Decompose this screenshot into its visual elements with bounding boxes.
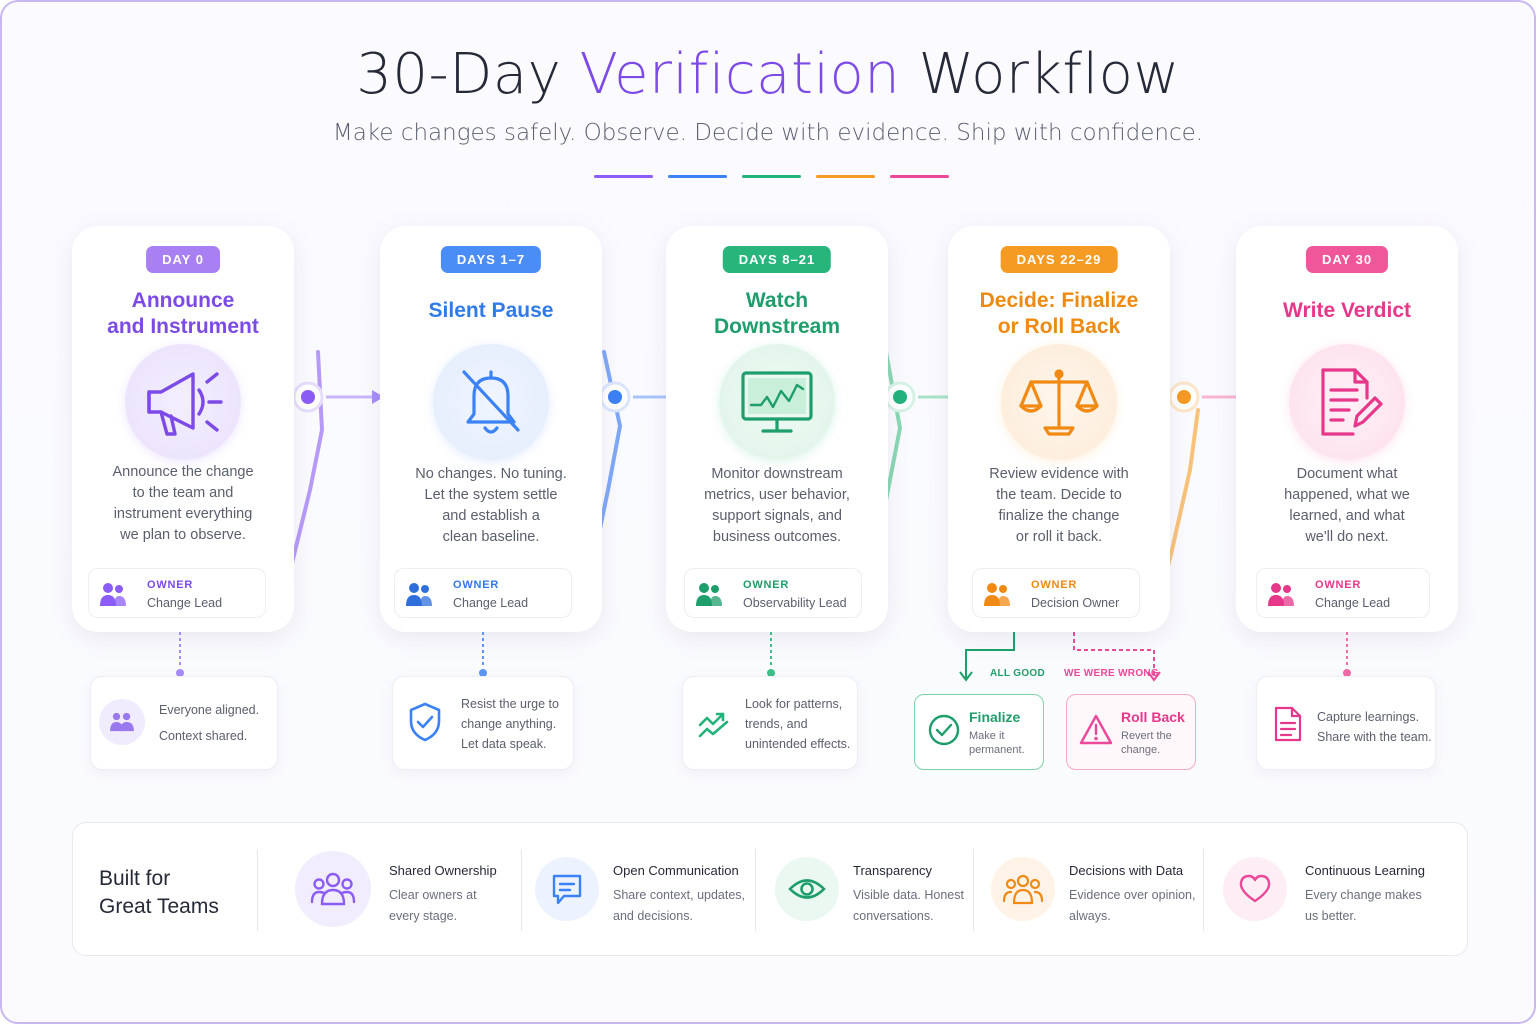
group-icon	[310, 872, 356, 906]
stage-icon-circle	[433, 344, 549, 460]
owner-value: Change Lead	[147, 596, 223, 610]
owner-icon	[100, 583, 126, 606]
owner-box: OWNER Change Lead	[394, 568, 572, 618]
stage-badge: DAYS 22–29	[1000, 246, 1118, 273]
owner-label: OWNER	[1315, 579, 1362, 591]
color-dashes	[594, 175, 949, 178]
owner-icon	[1268, 583, 1294, 606]
owner-icon	[696, 583, 722, 606]
owner-label: OWNER	[1031, 579, 1078, 591]
document-icon	[1274, 706, 1302, 742]
trend-icon	[698, 712, 729, 738]
drop-line-3	[767, 632, 775, 677]
value-title: Continuous Learning	[1305, 863, 1425, 878]
value-desc: Evidence over opinion,always.	[1069, 888, 1196, 923]
owner-box: OWNER Decision Owner	[972, 568, 1140, 618]
connector-1	[276, 350, 384, 622]
stage-description: No changes. No tuning.Let the system set…	[415, 466, 567, 545]
warning-icon	[1079, 714, 1113, 745]
note-text: Capture learnings.Share with the team.	[1317, 710, 1432, 744]
owner-icon	[406, 583, 432, 606]
drop-line-1	[176, 632, 184, 677]
owner-label: OWNER	[147, 579, 194, 591]
eye-icon	[788, 879, 826, 899]
drop-line-5	[1343, 632, 1351, 677]
stage-title: Write Verdict	[1283, 299, 1411, 322]
owner-label: OWNER	[453, 579, 500, 591]
owner-box: OWNER Observability Lead	[684, 568, 862, 618]
note-day-30: Capture learnings.Share with the team.	[1256, 676, 1436, 770]
finalize-title: Finalize	[969, 709, 1021, 725]
check-circle-icon	[928, 714, 960, 746]
document-edit-icon	[1321, 368, 1383, 436]
note-day-0: Everyone aligned.Context shared.	[90, 676, 278, 770]
owner-value: Decision Owner	[1031, 596, 1120, 610]
rollback-title: Roll Back	[1121, 709, 1185, 725]
we-were-wrong-label: WE WERE WRONG	[1064, 668, 1160, 679]
page-title: 30-Day Verification Workflow	[356, 42, 1180, 107]
stage-icon-circle	[719, 344, 835, 460]
value-title: Decisions with Data	[1069, 863, 1184, 878]
all-good-label: ALL GOOD	[990, 668, 1045, 679]
value-title: Shared Ownership	[389, 863, 497, 878]
note-text: Everyone aligned.Context shared.	[159, 703, 260, 743]
owner-box: OWNER Change Lead	[1256, 568, 1430, 618]
stage-icon-circle	[1289, 344, 1405, 460]
page-subtitle: Make changes safely. Observe. Decide wit…	[332, 120, 1204, 146]
stage-icon-circle	[125, 344, 241, 460]
value-title: Transparency	[853, 863, 932, 878]
value-desc: Share context, updates,and decisions.	[613, 888, 746, 923]
shield-check-icon	[409, 702, 441, 742]
owner-value: Observability Lead	[743, 596, 847, 610]
stage-card-days-1-7: DAYS 1–7 Silent Pause No changes. No tun…	[380, 226, 602, 632]
bell-off-icon	[462, 370, 520, 434]
owner-value: Change Lead	[453, 596, 529, 610]
stage-title: Silent Pause	[428, 299, 554, 322]
megaphone-icon	[147, 372, 223, 436]
chat-icon	[552, 874, 582, 905]
scales-icon	[1019, 369, 1099, 436]
owner-box: OWNER Change Lead	[88, 568, 266, 618]
owner-value: Change Lead	[1315, 596, 1391, 610]
monitor-chart-icon	[741, 371, 813, 433]
stage-badge: DAY 0	[146, 246, 220, 273]
stage-badge: DAYS 1–7	[440, 246, 542, 273]
owner-label: OWNER	[743, 579, 790, 591]
heart-icon	[1239, 874, 1271, 903]
stage-badge: DAYS 8–21	[722, 246, 832, 273]
owner-icon	[984, 583, 1010, 606]
stage-badge: DAY 30	[1305, 246, 1389, 273]
stage-icon-circle	[1001, 344, 1117, 460]
value-title: Open Communication	[613, 863, 739, 878]
decision-branches	[959, 632, 1161, 682]
team-data-icon	[1003, 874, 1043, 905]
people-icon	[99, 699, 145, 745]
drop-line-2	[479, 632, 487, 677]
